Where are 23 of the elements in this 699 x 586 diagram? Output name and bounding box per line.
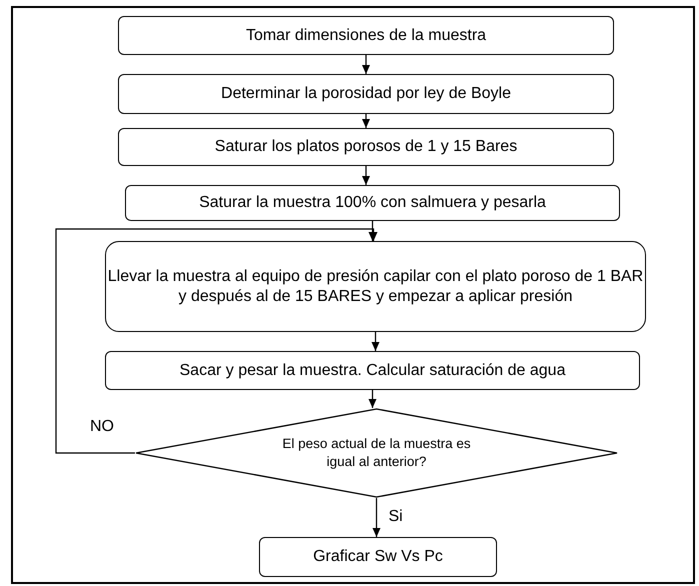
- process-box: [259, 537, 497, 577]
- arrow: [362, 166, 370, 185]
- step-text: Determinar la porosidad por ley de Boyle: [221, 84, 511, 104]
- process-box: [118, 16, 614, 55]
- decision-diamond: [135, 408, 618, 498]
- step-text: Graficar Sw Vs Pc: [313, 547, 443, 567]
- arrow: [368, 390, 376, 408]
- step-text: Llevar la muestra al equipo de presión capilar con el plato poroso de 1 BAR y después al de 15 BARES y empezar a aplicar presión: [106, 266, 644, 306]
- process-box: [105, 241, 646, 332]
- decision-question: El peso actual de la muestra es igual al anterior?: [282, 435, 472, 471]
- arrow: [55, 228, 378, 454]
- step-text: Tomar dimensiones de la muestra: [246, 26, 486, 46]
- step-text: Saturar la muestra 100% con salmuera y pesarla: [199, 193, 546, 213]
- arrow: [372, 332, 380, 351]
- step-text: Sacar y pesar la muestra. Calcular saturación de agua: [180, 360, 566, 380]
- process-box: [105, 351, 640, 390]
- process-box: [118, 128, 614, 166]
- arrow: [362, 114, 370, 128]
- arrow: [372, 498, 380, 537]
- step-text: Saturar los platos porosos de 1 y 15 Bares: [214, 137, 518, 157]
- process-box: [125, 185, 620, 221]
- process-box: [118, 74, 614, 114]
- arrow: [362, 55, 370, 74]
